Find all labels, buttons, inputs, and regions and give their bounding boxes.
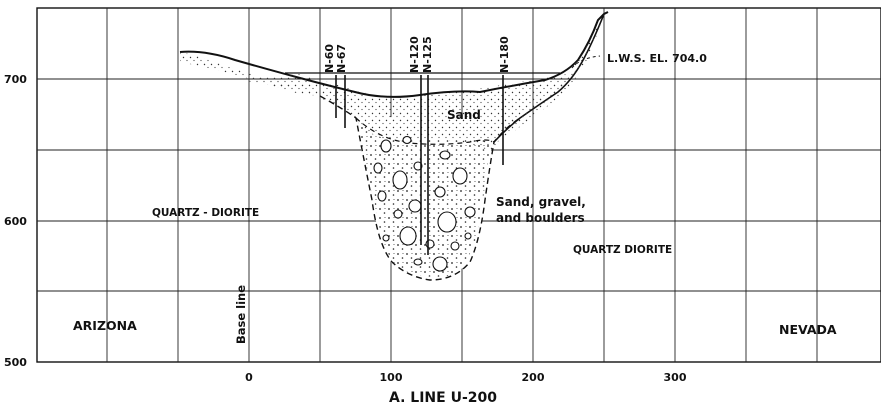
y-tick-500: 500 bbox=[4, 356, 27, 369]
drill-hole-label-n120: N-120 bbox=[408, 36, 421, 73]
boulders bbox=[373, 135, 476, 272]
channel-boundary bbox=[319, 95, 521, 281]
gravel-dots bbox=[358, 122, 492, 277]
fill-label-line2: and boulders bbox=[496, 211, 585, 225]
right-bank-hatch bbox=[500, 14, 604, 140]
x-tick-300: 300 bbox=[664, 371, 687, 384]
drill-hole-label-n125: N-125 bbox=[421, 36, 434, 73]
plot-frame bbox=[36, 7, 881, 363]
rock-label-left: QUARTZ - DIORITE bbox=[152, 207, 259, 219]
state-label-nevada: NEVADA bbox=[779, 322, 837, 337]
water-level-leader bbox=[571, 55, 601, 69]
state-label-arizona: ARIZONA bbox=[73, 318, 137, 333]
sand-gravel-contact bbox=[355, 117, 495, 145]
sand-label: Sand bbox=[447, 108, 481, 122]
y-tick-600: 600 bbox=[4, 215, 27, 228]
x-tick-200: 200 bbox=[522, 371, 545, 384]
water-level-label: L.W.S. EL. 704.0 bbox=[607, 52, 707, 65]
left-bank-hatch bbox=[180, 52, 320, 96]
drill-hole-label-n67: N-67 bbox=[335, 44, 348, 73]
rock-label-right: QUARTZ DIORITE bbox=[573, 244, 672, 256]
figure-title: A. LINE U-200 bbox=[389, 390, 497, 406]
drill-hole-label-n180: N-180 bbox=[498, 36, 511, 73]
y-tick-700: 700 bbox=[4, 73, 27, 86]
sand-layer bbox=[240, 72, 578, 150]
grid bbox=[37, 8, 881, 362]
fill-label-line1: Sand, gravel, bbox=[496, 195, 586, 209]
x-tick-100: 100 bbox=[380, 371, 403, 384]
x-tick-0: 0 bbox=[245, 371, 253, 384]
drill-hole-label-n60: N-60 bbox=[323, 44, 336, 73]
base-line-label: Base line bbox=[234, 285, 248, 344]
ground-surface bbox=[179, 11, 609, 98]
drill-hole-lines bbox=[335, 75, 504, 255]
